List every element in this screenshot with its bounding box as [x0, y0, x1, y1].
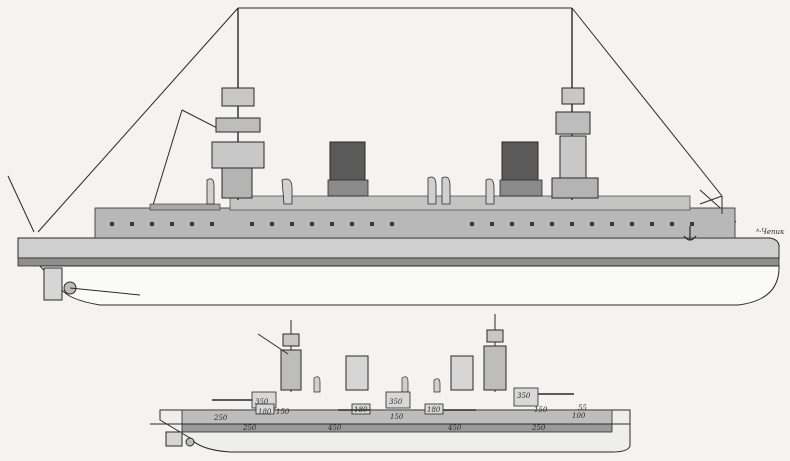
armour-profile-view: 350 180 150 350 180 150 250 450 450 250 …	[150, 314, 631, 453]
underwater-hull	[38, 265, 780, 306]
thickness-label: 350	[517, 392, 531, 400]
thickness-label: 150	[534, 406, 548, 414]
thickness-label: 180	[354, 406, 368, 414]
artist-signature: ᴬ·Чепик	[755, 228, 785, 236]
forward-mast	[211, 8, 265, 200]
thickness-label: 250	[242, 424, 257, 432]
ventilators	[206, 176, 495, 205]
gun-barrels	[212, 393, 574, 411]
upper-hull	[17, 237, 780, 259]
thickness-label: 180	[427, 406, 441, 414]
thickness-label: 250	[213, 414, 228, 422]
thickness-label: 450	[327, 424, 342, 432]
thickness-label: 450	[447, 424, 462, 432]
bow-crane	[699, 195, 723, 214]
armour-view-funnels	[345, 355, 474, 391]
thickness-label: 55	[578, 404, 587, 412]
armour-view-ventilators	[313, 376, 441, 393]
thickness-label: 180	[258, 408, 272, 416]
porthole-row	[110, 222, 694, 226]
superstructure	[94, 195, 736, 241]
thickness-label: 250	[531, 424, 546, 432]
thickness-label: 350	[389, 398, 403, 406]
armour-view-masts	[257, 314, 507, 392]
rigging	[7, 7, 737, 233]
armour-view-propeller	[165, 431, 195, 447]
funnels	[327, 141, 543, 197]
thickness-label: 150	[390, 413, 404, 421]
thickness-label: 100	[572, 412, 586, 420]
after-mast	[551, 8, 599, 200]
profile-view: ᴬ·Чепик	[7, 7, 785, 306]
thickness-label: 350	[255, 398, 269, 406]
waterline-band	[17, 257, 780, 267]
anchor-icon	[683, 226, 697, 241]
turrets	[251, 387, 539, 415]
thickness-label: 150	[276, 408, 290, 416]
armour-thickness-labels: 350 180 150 350 180 150 250 450 450 250 …	[213, 392, 587, 432]
propeller-and-rudder	[43, 267, 141, 301]
